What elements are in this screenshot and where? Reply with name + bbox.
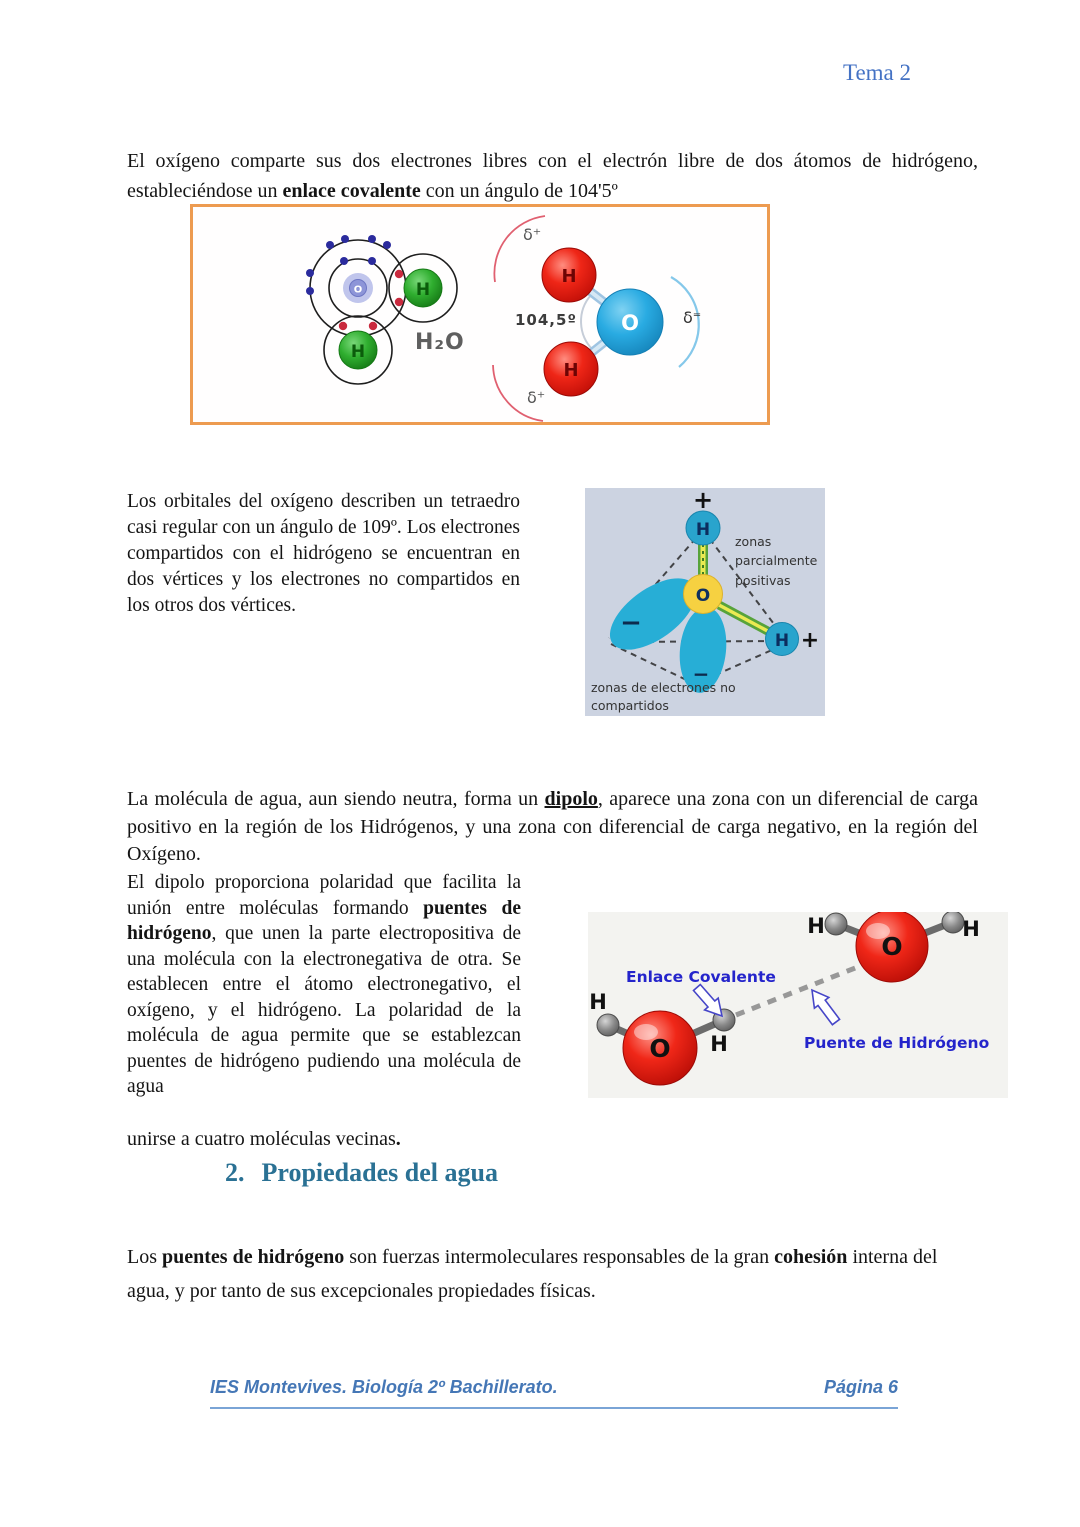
covalent-bond-arrow [692, 983, 724, 1018]
hydrogen-label: H [589, 990, 607, 1014]
hydrogen-atom-right [403, 268, 443, 308]
oxygen-label: O [649, 1034, 670, 1063]
footer-institution: IES Montevives. Biología 2º Bachillerato… [210, 1377, 558, 1397]
oxygen-sphere [683, 574, 723, 614]
section-heading-propiedades: 2. Propiedades del agua [225, 1158, 498, 1188]
hydrogen-sphere [596, 1013, 620, 1037]
oxygen-label: O [621, 311, 639, 335]
figure-hydrogen-bond: O H H O H H Enlace Covalente Puente de H… [588, 912, 1008, 1098]
page-header-tema: Tema 2 [843, 60, 912, 85]
hydrogen-shell-bottom [323, 315, 393, 385]
hydrogen-label: H [561, 266, 576, 287]
delta-plus-label-bottom: δ⁺ [527, 388, 546, 407]
plus-sign-top: + [693, 488, 713, 514]
plus-sign-right: + [801, 628, 819, 653]
hydrogen-sphere [941, 912, 965, 934]
oxygen-nucleus [349, 279, 367, 297]
hydrogen-bond-dashed-line [735, 956, 879, 1018]
oxygen-label: O [881, 932, 902, 961]
hydrogen-atom-bottom [338, 330, 378, 370]
hydrogen-sphere-right [765, 622, 799, 656]
delta-plus-label-top: δ⁺ [523, 225, 542, 244]
angle-arc [580, 294, 594, 351]
delta-plus-arc-bottom [492, 364, 544, 422]
figure3-drawing: O H H O H H [589, 912, 980, 1086]
hydrogen-bond-label: Puente de Hidrógeno [804, 1034, 990, 1052]
delta-plus-arc-top [493, 215, 546, 283]
bond-angle-label: 104,5º [515, 311, 577, 329]
dipole-paragraph: La molécula de agua, aun siendo neutra, … [127, 788, 979, 865]
oxygen-sphere [855, 912, 929, 983]
hydrogen-label: H [696, 520, 710, 540]
section-title: Propiedades del agua [261, 1158, 498, 1187]
footer-page-number: Página 6 [823, 1377, 898, 1397]
page-footer: IES Montevives. Biología 2º Bachillerato… [210, 1374, 898, 1409]
oh-bond-right [716, 601, 778, 639]
lewis-structure: O H H [306, 235, 458, 385]
hydrogen-sphere-top [541, 247, 597, 303]
hydrogen-label: H [351, 342, 365, 362]
unshared-orbital-left [609, 578, 697, 650]
hydrogen-bond-arrow [811, 988, 841, 1026]
hydrogen-label: H [807, 914, 825, 938]
covalent-bond-label: Enlace Covalente [626, 968, 776, 986]
unirse-line: unirse a cuatro moléculas vecinas. [127, 1128, 401, 1150]
hydrogen-sphere-bottom [543, 341, 599, 397]
water-molecule-right: O H H [807, 912, 980, 983]
h2o-formula-label: H₂O [415, 330, 465, 355]
figure-water-covalent-bond: O H H [190, 204, 770, 425]
dipole-model: H H O [492, 215, 700, 422]
electron-dots-red [338, 269, 404, 331]
oxygen-nucleus-label: O [354, 285, 363, 296]
minus-sign-left: − [620, 608, 642, 638]
hydrogen-sphere-top [685, 510, 721, 546]
hydrogen-shell-right [388, 253, 458, 323]
water-molecule-left: O H H [589, 990, 736, 1086]
hydrogen-label: H [416, 280, 430, 300]
figure-orbitals-tetrahedron: − − H O H + + zonas parcialmente positiv… [585, 488, 825, 716]
figure2-drawing: − − H O H + + [608, 488, 819, 693]
oxygen-label: O [696, 586, 710, 606]
oxygen-sphere [622, 1010, 698, 1086]
minus-sign-bottom: − [693, 662, 710, 686]
unshared-electron-zones-label: zonas de electrones no compartidos [591, 680, 736, 714]
section-number: 2. [225, 1158, 245, 1187]
unshared-orbital-bottom [679, 607, 727, 693]
hydrogen-label: H [775, 631, 789, 651]
delta-minus-label: δ⁼ [683, 308, 702, 327]
hydrogen-bond-paragraph: El dipolo proporciona polaridad que faci… [127, 872, 521, 1097]
delta-minus-arc [670, 276, 700, 368]
hydrogen-sphere [824, 912, 848, 936]
hydrogen-label: H [710, 1032, 728, 1056]
oxygen-inner-shell [328, 258, 388, 318]
properties-paragraph: Los puentes de hidrógeno son fuerzas int… [127, 1246, 938, 1302]
orbitals-paragraph: Los orbitales del oxígeno describen un t… [127, 491, 520, 616]
hydrogen-label: H [962, 917, 980, 941]
figure1-drawing: O H H [306, 215, 700, 422]
electron-dots-blue [306, 235, 391, 295]
hydrogen-label: H [563, 360, 578, 381]
partially-positive-zones-label: zonas parcialmente positivas [735, 534, 818, 588]
oxygen-sphere [596, 288, 664, 356]
intro-paragraph: El oxígeno comparte sus dos electrones l… [127, 150, 978, 202]
